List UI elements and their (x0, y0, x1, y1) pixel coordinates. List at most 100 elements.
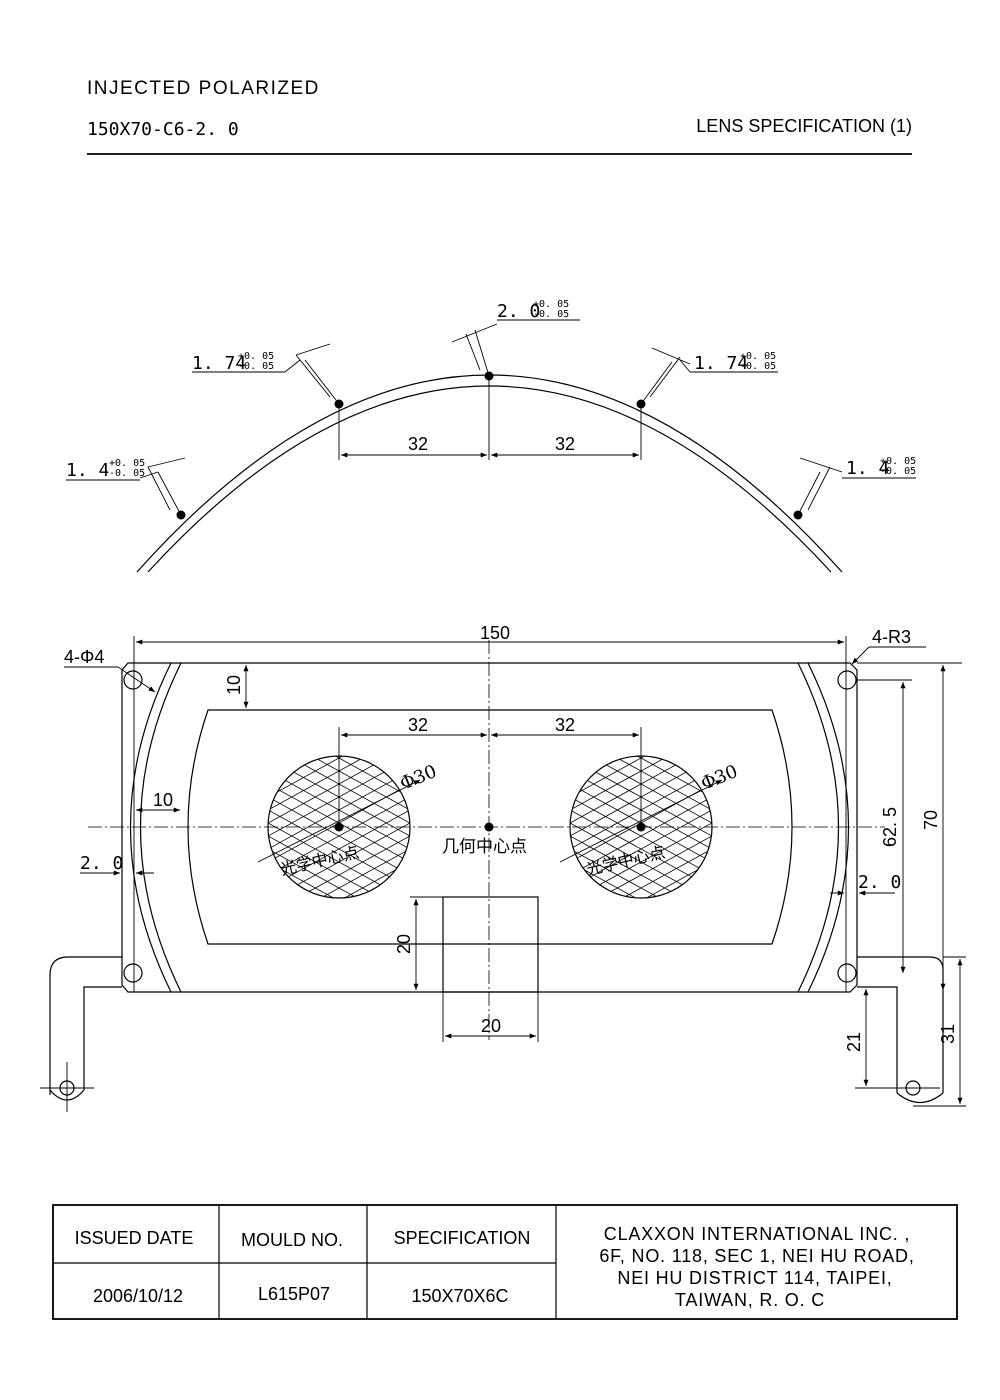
issued-date-value: 2006/10/12 (93, 1286, 183, 1306)
right-curve-inner (797, 662, 839, 993)
arc-view: 1. 4 +0. 05 -0. 05 1. 74 +0. 05 -0. 05 2… (66, 299, 916, 573)
hatch-line (259, 636, 419, 724)
corner-hole (837, 670, 857, 690)
corner-hole (837, 963, 857, 983)
company-line-3: NEI HU DISTRICT 114, TAIPEI, (617, 1268, 892, 1288)
optical-center-label-left: 光学中心点 (279, 842, 361, 879)
hatch-line (268, 843, 410, 898)
plan-spacing-left: 32 (408, 715, 428, 735)
title-block-frame (52, 1204, 958, 1320)
thickness-label-1: 1. 4 +0. 05 -0. 05 (66, 458, 145, 481)
hatch-line (268, 791, 410, 881)
hatch-line (259, 649, 419, 737)
svg-text:+0. 05: +0. 05 (740, 351, 776, 362)
arc-inner (147, 385, 832, 573)
svg-text:-0. 05: -0. 05 (109, 468, 145, 479)
arc-spacing-left: 32 (408, 434, 428, 454)
hatch-line (561, 636, 721, 724)
company-line-1: CLAXXON INTERNATIONAL INC. , (604, 1224, 910, 1244)
hatch-line (561, 922, 721, 1010)
center-tab (442, 896, 539, 993)
svg-text:+0. 05: +0. 05 (880, 456, 916, 467)
thickness-label-3: 2. 0 +0. 05 -0. 05 (497, 299, 569, 322)
lens-diameter-right: Φ30 (698, 761, 741, 795)
hatch-line (561, 935, 721, 1023)
hatch-line (570, 869, 712, 898)
inner-window (187, 709, 793, 945)
header: INJECTED POLARIZED 150X70-C6-2. 0 LENS S… (87, 78, 912, 155)
mould-no-header: MOULD NO. (241, 1230, 343, 1250)
geometric-center (484, 822, 494, 832)
dim-corner-radius: 4-R3 (872, 627, 911, 647)
title-block: ISSUED DATE MOULD NO. SPECIFICATION 2006… (52, 1204, 958, 1320)
hatch-line (570, 791, 712, 881)
svg-text:2. 0: 2. 0 (497, 301, 540, 322)
hatch-line (268, 856, 410, 898)
svg-text:1. 74: 1. 74 (192, 353, 246, 374)
hatch-line (268, 830, 410, 898)
hatch-line (561, 623, 721, 711)
svg-text:+0. 05: +0. 05 (533, 299, 569, 310)
hatch-line (268, 882, 410, 898)
hatch-line (570, 869, 712, 898)
hatch-line (259, 623, 419, 711)
specification-value: 150X70X6C (411, 1286, 508, 1306)
hatch-line (561, 909, 721, 997)
dim-right-wall: 2. 0 (858, 872, 901, 893)
dim-inner-height: 62. 5 (880, 807, 900, 847)
mould-no-value: L615P07 (258, 1284, 330, 1304)
hatch-line (570, 843, 712, 898)
dim-arm-b: 31 (938, 1024, 958, 1044)
hatch-line (268, 882, 410, 898)
sheet-title: LENS SPECIFICATION (1) (696, 116, 912, 136)
dim-total-height: 70 (921, 810, 941, 830)
thickness-label-4: 1. 74 +0. 05 -0. 05 (694, 351, 776, 374)
dim-holes: 4-Φ4 (64, 647, 104, 667)
issued-date-header: ISSUED DATE (75, 1228, 194, 1248)
hatch-line (561, 909, 721, 997)
model-number: 150X70-C6-2. 0 (87, 119, 239, 140)
svg-text:-0. 05: -0. 05 (533, 309, 569, 320)
hatch-line (570, 856, 712, 898)
hatch-line (570, 882, 712, 898)
left-curve-inner (140, 662, 182, 993)
optical-center-label-right: 光学中心点 (585, 842, 667, 879)
svg-text:1. 4: 1. 4 (66, 460, 109, 481)
svg-text:1. 4: 1. 4 (846, 458, 889, 479)
left-curve-outer (130, 662, 172, 993)
svg-text:+0. 05: +0. 05 (238, 351, 274, 362)
hatch-line (259, 636, 419, 724)
hatch-line (259, 649, 419, 737)
dim-tab-width: 20 (481, 1016, 501, 1036)
arc-outer (136, 374, 843, 573)
thickness-label-2: 1. 74 +0. 05 -0. 05 (192, 351, 274, 374)
hatch-line (570, 882, 712, 898)
hatch-line (570, 856, 712, 898)
hatch-line (561, 649, 721, 737)
dim-width: 150 (480, 623, 510, 643)
dim-top-offset: 10 (224, 675, 244, 695)
hatch-line (570, 895, 712, 898)
corner-hole (123, 963, 143, 983)
hatch-line (259, 623, 419, 711)
dim-left-offset: 10 (153, 790, 173, 810)
company-line-2: 6F, NO. 118, SEC 1, NEI HU ROAD, (599, 1246, 914, 1266)
dim-tab-height: 20 (394, 934, 414, 954)
company-line-4: TAIWAN, R. O. C (675, 1290, 825, 1310)
hatch-line (561, 935, 721, 1023)
svg-text:-0. 05: -0. 05 (238, 361, 274, 372)
thickness-label-5: 1. 4 +0. 05 -0. 05 (846, 456, 916, 479)
dim-left-wall: 2. 0 (80, 853, 123, 874)
plan-spacing-right: 32 (555, 715, 575, 735)
svg-text:1. 74: 1. 74 (694, 353, 748, 374)
arc-spacing-right: 32 (555, 434, 575, 454)
plan-view: Φ30 Φ30 光学中心点 光学中心点 几何中心点 150 4-R3 4-Φ4 … (40, 623, 966, 1112)
svg-text:+0. 05: +0. 05 (109, 458, 145, 469)
hatch-line (268, 856, 410, 898)
lens-outline (121, 662, 858, 993)
hatch-line (570, 895, 712, 898)
hatch-line (570, 830, 712, 898)
hatch-line (561, 636, 721, 724)
svg-text:-0. 05: -0. 05 (880, 466, 916, 477)
